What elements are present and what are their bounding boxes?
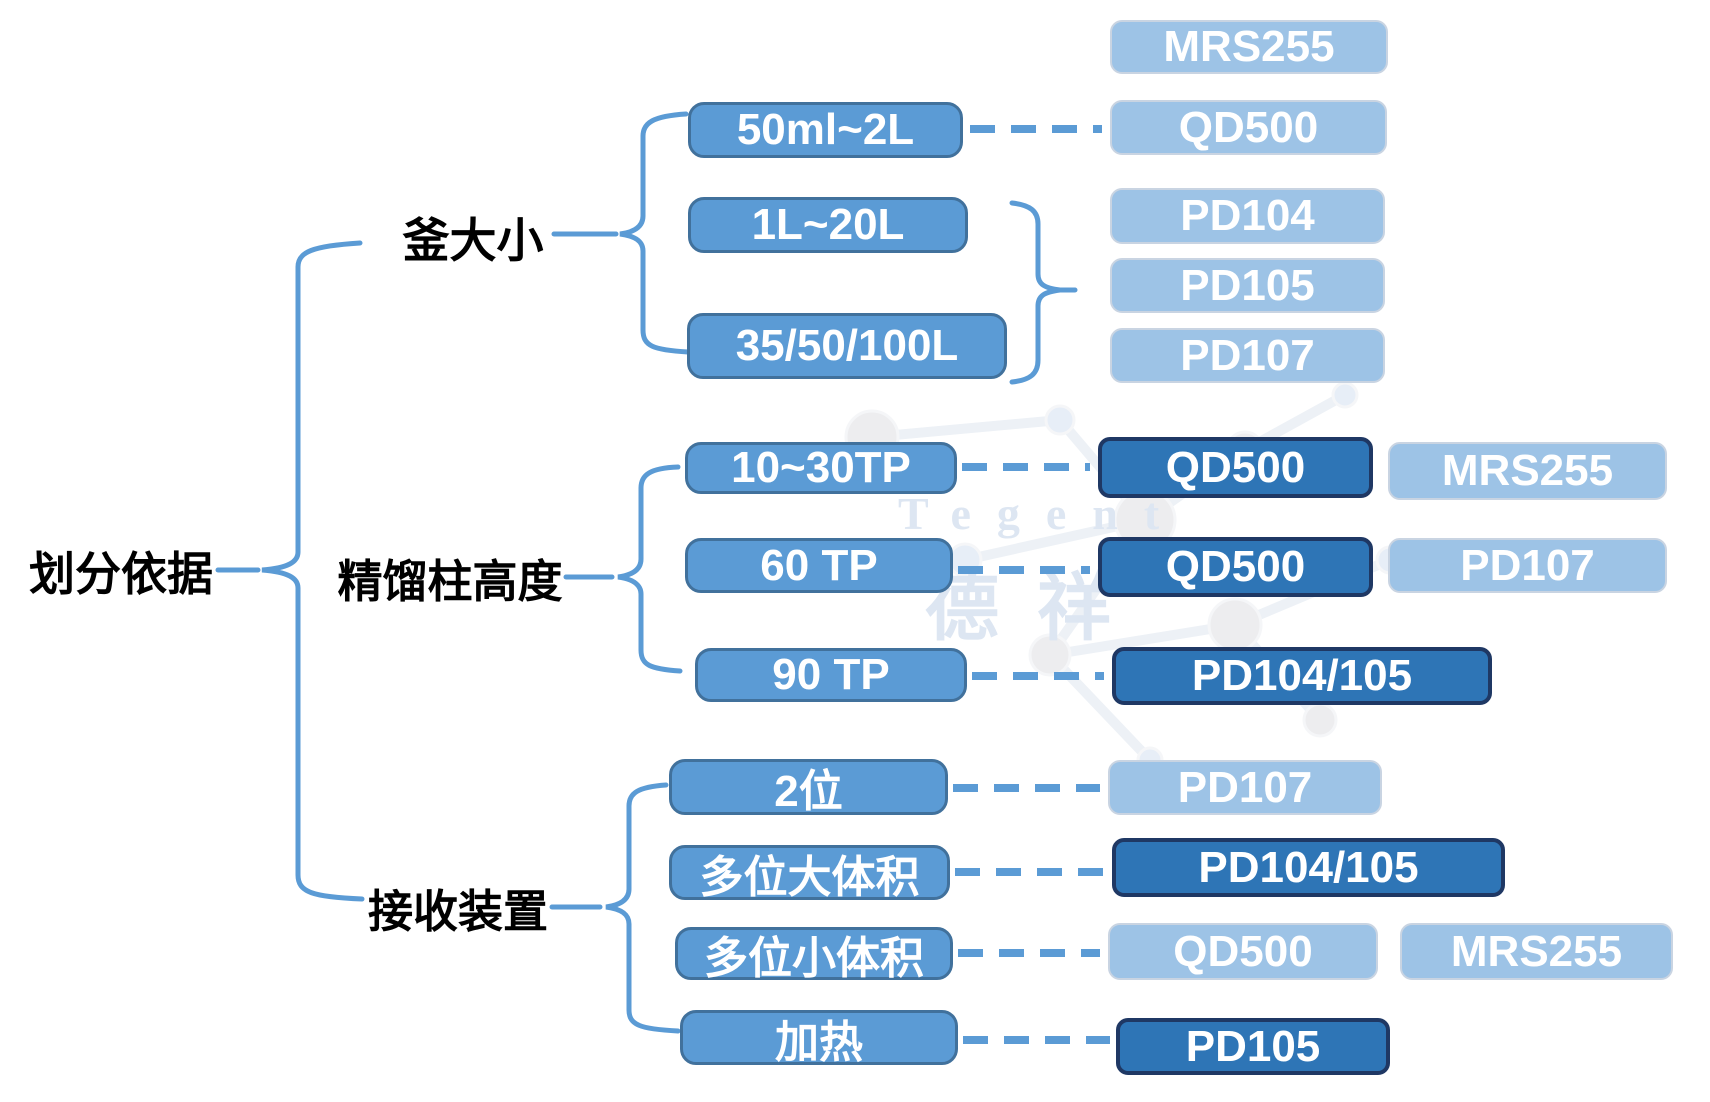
root-brace bbox=[261, 240, 365, 902]
target-qd500-dark-row2: QD500 bbox=[1098, 537, 1373, 597]
branch-label-receiver: 接收装置 bbox=[368, 885, 549, 937]
target-qd500-bottom: QD500 bbox=[1108, 923, 1378, 980]
node-90tp: 90 TP bbox=[695, 648, 967, 702]
target-pd105-dark-bottom: PD105 bbox=[1116, 1018, 1390, 1075]
node-35-50-100l: 35/50/100L bbox=[687, 313, 1007, 379]
target-pd104-105-dark-row3: PD104/105 bbox=[1112, 647, 1492, 705]
target-pd107-top: PD107 bbox=[1110, 328, 1385, 383]
target-qd500-top: QD500 bbox=[1110, 100, 1387, 155]
target-pd104-105-dark-bottom: PD104/105 bbox=[1112, 838, 1505, 897]
target-mrs255-row1: MRS255 bbox=[1388, 442, 1667, 500]
node-50ml-2l: 50ml~2L bbox=[688, 102, 963, 158]
branch-label-column-height: 精馏柱高度 bbox=[337, 555, 563, 607]
target-qd500-dark-row1: QD500 bbox=[1098, 437, 1373, 498]
target-pd107-bottom: PD107 bbox=[1108, 760, 1382, 815]
root-label: 划分依据 bbox=[29, 548, 213, 600]
node-10-30tp: 10~30TP bbox=[685, 442, 957, 494]
target-mrs255-bottom: MRS255 bbox=[1400, 923, 1673, 980]
watermark-brand-cjk-text: 德祥 bbox=[925, 566, 1149, 649]
branch2-brace bbox=[617, 464, 683, 674]
branch1-brace bbox=[619, 111, 691, 355]
branch3-brace bbox=[605, 782, 681, 1034]
target-pd107-row2: PD107 bbox=[1388, 538, 1667, 593]
node-2wei: 2位 bbox=[669, 759, 948, 816]
node-jiare: 加热 bbox=[680, 1010, 958, 1067]
node-60tp: 60 TP bbox=[685, 538, 953, 593]
branch-label-kettle-size: 釜大小 bbox=[402, 213, 544, 267]
target-mrs255-top: MRS255 bbox=[1110, 20, 1388, 74]
target-pd105-top: PD105 bbox=[1110, 258, 1385, 313]
node-1l-20l: 1L~20L bbox=[688, 197, 968, 253]
node-duowei-xiao-tiji: 多位小体积 bbox=[675, 927, 953, 983]
group1-right-bracket bbox=[1009, 200, 1061, 385]
target-pd104-top: PD104 bbox=[1110, 188, 1385, 244]
node-duowei-da-tiji: 多位大体积 bbox=[669, 845, 950, 902]
